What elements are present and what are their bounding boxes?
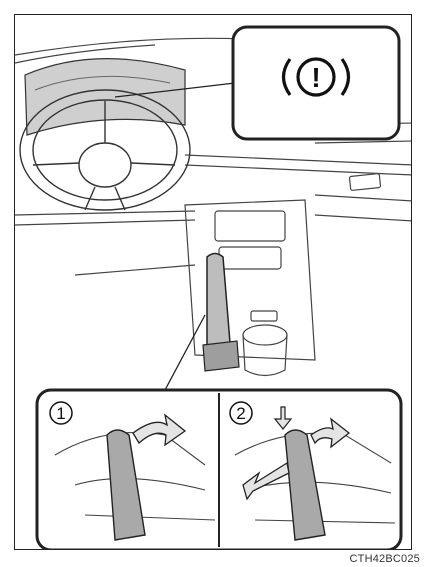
steering-wheel	[20, 90, 190, 210]
steps-inset	[37, 390, 401, 550]
parking-brake-lever	[203, 254, 239, 372]
illustration-frame: ! 1 2	[14, 14, 412, 550]
callout-line-bottom	[165, 315, 205, 390]
step-1-number: 1	[56, 404, 65, 423]
warning-glyph: !	[311, 62, 320, 93]
brake-warning-callout: !	[233, 27, 399, 139]
figure-code: CTH42BC025	[350, 553, 420, 565]
step-2-number: 2	[236, 404, 245, 423]
car-interior-illustration: ! 1 2	[15, 15, 412, 550]
cup-holder	[243, 311, 287, 376]
